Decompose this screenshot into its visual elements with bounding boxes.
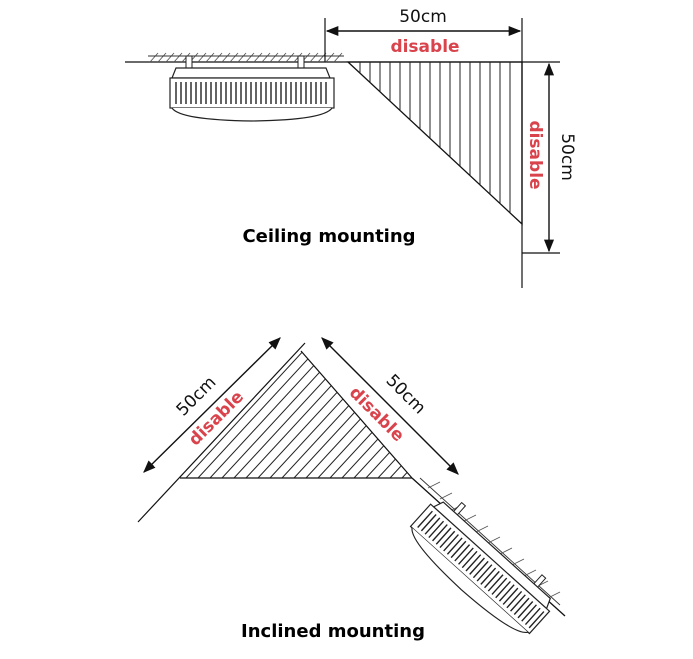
ceiling-width-label: 50cm [399, 7, 447, 27]
ceiling-width-disable: disable [390, 37, 459, 57]
smoke-detector-inclined [409, 501, 551, 635]
ceiling-disable-zone [346, 61, 523, 226]
inclined-left-line [137, 342, 306, 523]
ceiling-height-label: 50cm [557, 133, 577, 181]
detector-vents [175, 82, 327, 104]
ceiling-caption: Ceiling mounting [242, 226, 415, 247]
ceiling-hatch [149, 52, 343, 63]
ceiling-section: 50cm disable disable 50cm Ceiling mounti… [125, 7, 577, 288]
inclined-section: 50cm disable 50cm disable Inclined mount… [137, 337, 566, 642]
ceiling-height-disable: disable [525, 120, 545, 189]
smoke-detector-ceiling [169, 55, 335, 122]
inclined-caption: Inclined mounting [241, 621, 425, 642]
inclined-right-label: 50cm [382, 371, 430, 419]
inclined-right-dimension [321, 337, 459, 475]
inclined-disable-zone [180, 351, 412, 478]
inclined-left-dimension [143, 337, 281, 473]
